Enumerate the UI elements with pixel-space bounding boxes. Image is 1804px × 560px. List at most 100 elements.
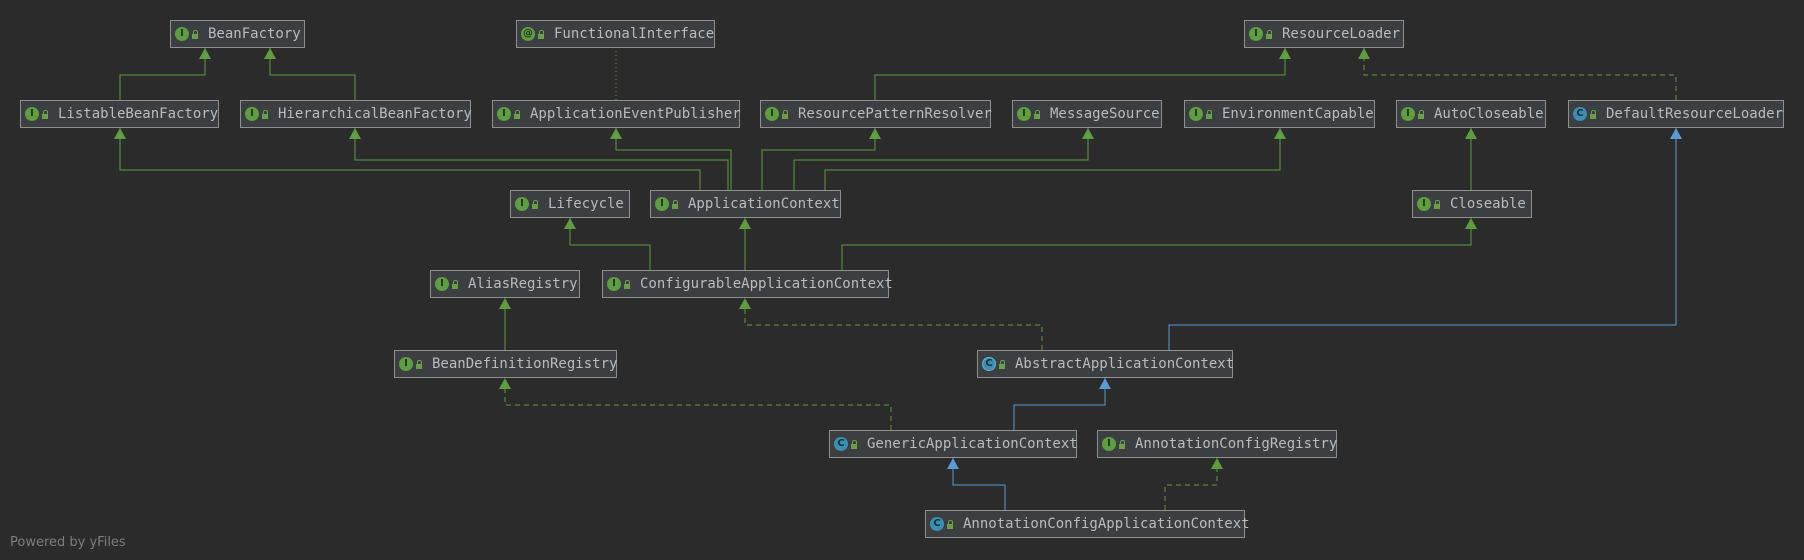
annotation-icon: @ bbox=[521, 27, 535, 41]
lock-icon bbox=[1206, 109, 1212, 119]
interface-icon: I bbox=[515, 197, 529, 211]
edge-configurable-to-closeable-arrowhead bbox=[1465, 218, 1477, 229]
node-application-context[interactable]: I ApplicationContext bbox=[650, 190, 841, 218]
lock-icon bbox=[1034, 109, 1040, 119]
interface-icon: I bbox=[1401, 107, 1415, 121]
node-auto-closeable[interactable]: I AutoCloseable bbox=[1396, 100, 1546, 128]
node-annotation-config-registry[interactable]: I AnnotationConfigRegistry bbox=[1097, 430, 1337, 458]
edge-appctx-to-environment bbox=[824, 128, 1281, 190]
lock-icon bbox=[1434, 199, 1440, 209]
edge-generic-to-abstract-arrowhead bbox=[1099, 378, 1111, 389]
interface-icon: I bbox=[607, 277, 621, 291]
interface-icon: I bbox=[399, 357, 413, 371]
lock-icon bbox=[416, 359, 422, 369]
node-label: BeanDefinitionRegistry bbox=[432, 356, 618, 372]
lock-icon bbox=[42, 109, 48, 119]
edge-closeable-to-autocloseable-arrowhead bbox=[1465, 128, 1477, 139]
lock-icon bbox=[1119, 439, 1125, 449]
node-bean-definition-registry[interactable]: I BeanDefinitionRegistry bbox=[394, 350, 617, 378]
edge-appctx-to-hierarchical-arrowhead bbox=[349, 128, 361, 139]
edge-abstract-to-defaultloader-arrowhead bbox=[1670, 128, 1682, 139]
edge-hierarchical-to-beanfactory bbox=[269, 48, 356, 100]
lock-icon bbox=[999, 359, 1005, 369]
edge-resolver-to-resourceloader-arrowhead bbox=[1279, 48, 1291, 59]
node-label: ApplicationContext bbox=[688, 196, 840, 212]
edge-listable-to-beanfactory bbox=[119, 48, 206, 100]
edge-annotationctx-to-registry-arrowhead bbox=[1211, 458, 1223, 469]
edge-abstract-to-configurable-arrowhead bbox=[739, 298, 751, 309]
edge-appctx-to-listable-arrowhead bbox=[114, 128, 126, 139]
node-label: Lifecycle bbox=[548, 196, 624, 212]
node-environment-capable[interactable]: I EnvironmentCapable bbox=[1184, 100, 1375, 128]
edge-appctx-to-messagesource bbox=[793, 128, 1089, 190]
node-closeable[interactable]: I Closeable bbox=[1412, 190, 1532, 218]
node-label: FunctionalInterface bbox=[554, 26, 715, 42]
node-label: DefaultResourceLoader bbox=[1606, 106, 1784, 122]
lock-icon bbox=[532, 199, 538, 209]
node-label: EnvironmentCapable bbox=[1222, 106, 1374, 122]
node-label: AnnotationConfigRegistry bbox=[1135, 436, 1338, 452]
lock-icon bbox=[262, 109, 268, 119]
interface-icon: I bbox=[765, 107, 779, 121]
interface-icon: I bbox=[655, 197, 669, 211]
lock-icon bbox=[782, 109, 788, 119]
edge-configurable-to-appctx-arrowhead bbox=[739, 218, 751, 229]
lock-icon bbox=[1418, 109, 1424, 119]
node-listable-bean-factory[interactable]: I ListableBeanFactory bbox=[20, 100, 219, 128]
interface-icon: I bbox=[1017, 107, 1031, 121]
node-resource-pattern-resolver[interactable]: I ResourcePatternResolver bbox=[760, 100, 992, 128]
class-icon: C bbox=[1573, 107, 1587, 121]
node-label: ResourcePatternResolver bbox=[798, 106, 992, 122]
edge-appctx-to-publisher bbox=[615, 128, 732, 190]
lock-icon bbox=[1590, 109, 1596, 119]
edge-beandef-to-aliasregistry-arrowhead bbox=[499, 298, 511, 309]
edge-abstract-to-configurable bbox=[744, 298, 1043, 350]
edge-configurable-to-lifecycle bbox=[569, 218, 651, 270]
interface-icon: I bbox=[1189, 107, 1203, 121]
lock-icon bbox=[624, 279, 630, 289]
node-generic-application-context[interactable]: C GenericApplicationContext bbox=[829, 430, 1078, 458]
lock-icon bbox=[1266, 29, 1272, 39]
edge-annotationctx-to-generic bbox=[952, 458, 1006, 510]
interface-icon: I bbox=[1417, 197, 1431, 211]
edge-defaultloader-to-resourceloader-arrowhead bbox=[1358, 48, 1370, 59]
interface-icon: I bbox=[1249, 27, 1263, 41]
edge-appctx-to-hierarchical bbox=[354, 128, 729, 190]
node-label: ResourceLoader bbox=[1282, 26, 1401, 42]
edge-abstract-to-defaultloader bbox=[1168, 128, 1677, 350]
interface-icon: I bbox=[245, 107, 259, 121]
interface-icon: I bbox=[1102, 437, 1116, 451]
edge-generic-to-beandef-arrowhead bbox=[499, 378, 511, 389]
edge-listable-to-beanfactory-arrowhead bbox=[199, 48, 211, 59]
lock-icon bbox=[538, 29, 544, 39]
interface-icon: I bbox=[25, 107, 39, 121]
node-resource-loader[interactable]: I ResourceLoader bbox=[1244, 20, 1404, 48]
node-functional-interface[interactable]: @ FunctionalInterface bbox=[516, 20, 715, 48]
edge-resolver-to-resourceloader bbox=[874, 48, 1286, 100]
node-label: Closeable bbox=[1450, 196, 1526, 212]
edge-annotationctx-to-generic-arrowhead bbox=[947, 458, 959, 469]
node-label: GenericApplicationContext bbox=[867, 436, 1078, 452]
edge-appctx-to-environment-arrowhead bbox=[1274, 128, 1286, 139]
edge-appctx-to-publisher-arrowhead bbox=[610, 128, 622, 139]
class-icon: C bbox=[834, 437, 848, 451]
node-lifecycle[interactable]: I Lifecycle bbox=[510, 190, 630, 218]
lock-icon bbox=[947, 519, 953, 529]
node-label: AutoCloseable bbox=[1434, 106, 1544, 122]
abstract-class-icon: C bbox=[982, 357, 996, 371]
lock-icon bbox=[192, 29, 198, 39]
node-default-resource-loader[interactable]: C DefaultResourceLoader bbox=[1568, 100, 1784, 128]
lock-icon bbox=[452, 279, 458, 289]
node-label: AliasRegistry bbox=[468, 276, 578, 292]
node-label: ListableBeanFactory bbox=[58, 106, 219, 122]
